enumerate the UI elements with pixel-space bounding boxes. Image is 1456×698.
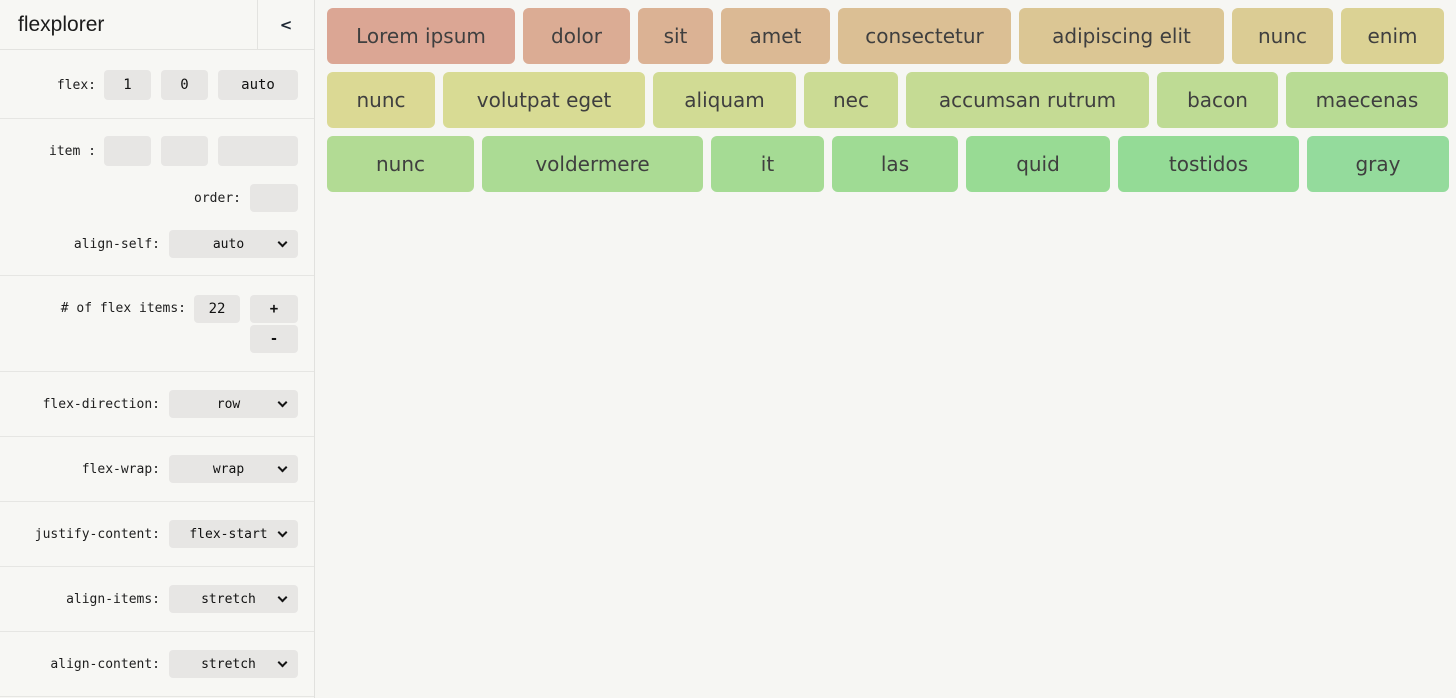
flex-item[interactable]: dolor xyxy=(523,8,630,64)
flex-item[interactable]: aliquam xyxy=(653,72,796,128)
chevron-down-icon xyxy=(277,462,288,473)
align-content-select[interactable]: stretch xyxy=(169,650,298,678)
sidebar-collapse-button[interactable]: < xyxy=(257,0,314,49)
align-content-value: stretch xyxy=(201,656,256,672)
flex-item[interactable]: las xyxy=(832,136,958,192)
flex-item[interactable]: nunc xyxy=(327,72,435,128)
justify-content-label: justify-content: xyxy=(34,526,160,542)
flex-shrink-input[interactable] xyxy=(161,70,208,100)
item-grow-input[interactable] xyxy=(104,136,151,166)
chevron-down-icon xyxy=(277,592,288,603)
flex-direction-label: flex-direction: xyxy=(42,396,160,412)
flex-wrap-select[interactable]: wrap xyxy=(169,455,298,483)
flex-item[interactable]: quid xyxy=(966,136,1110,192)
flex-shorthand-section: flex: xyxy=(0,50,314,119)
add-item-button[interactable]: + xyxy=(250,295,298,323)
flex-direction-value: row xyxy=(216,396,241,412)
flex-item[interactable]: gray xyxy=(1307,136,1449,192)
chevron-down-icon xyxy=(277,657,288,668)
flex-item[interactable]: voldermere xyxy=(482,136,703,192)
flex-wrap-value: wrap xyxy=(212,461,245,477)
flex-item[interactable]: nunc xyxy=(1232,8,1333,64)
flex-item[interactable]: sit xyxy=(638,8,713,64)
chevron-down-icon xyxy=(277,237,288,248)
flex-item-count-stepper: + - xyxy=(250,295,298,353)
justify-content-select[interactable]: flex-start xyxy=(169,520,298,548)
flex-direction-select[interactable]: row xyxy=(169,390,298,418)
flex-grow-input[interactable] xyxy=(104,70,151,100)
flex-item-count-section: # of flex items: + - xyxy=(0,276,314,372)
justify-content-value: flex-start xyxy=(189,526,268,542)
align-items-select[interactable]: stretch xyxy=(169,585,298,613)
align-items-section: align-items: stretch xyxy=(0,567,314,632)
align-items-label: align-items: xyxy=(66,591,160,607)
order-label: order: xyxy=(194,190,241,206)
sidebar: flexplorer < flex: item : order: xyxy=(0,0,315,698)
flex-wrap-section: flex-wrap: wrap xyxy=(0,437,314,502)
align-self-value: auto xyxy=(212,236,245,252)
flex-item-count-label: # of flex items: xyxy=(60,301,186,316)
flex-item[interactable]: it xyxy=(711,136,824,192)
item-label: item : xyxy=(49,143,96,159)
flex-item-count-input[interactable] xyxy=(194,295,240,323)
item-section: item : order: align-self: auto xyxy=(0,119,314,276)
item-basis-input[interactable] xyxy=(218,136,298,166)
order-input[interactable] xyxy=(250,184,298,212)
flex-item[interactable]: consectetur xyxy=(838,8,1011,64)
justify-content-section: justify-content: flex-start xyxy=(0,502,314,567)
flex-item[interactable]: adipiscing elit xyxy=(1019,8,1224,64)
flex-item[interactable]: amet xyxy=(721,8,830,64)
flex-wrap-label: flex-wrap: xyxy=(81,461,160,477)
flex-item[interactable]: nec xyxy=(804,72,898,128)
remove-item-button[interactable]: - xyxy=(250,325,298,353)
item-shrink-input[interactable] xyxy=(161,136,208,166)
align-content-label: align-content: xyxy=(50,656,160,672)
align-self-label: align-self: xyxy=(73,236,160,252)
flex-item[interactable]: Lorem ipsum xyxy=(327,8,515,64)
flex-basis-input[interactable] xyxy=(218,70,298,100)
flex-direction-section: flex-direction: row xyxy=(0,372,314,437)
flex-label: flex: xyxy=(56,77,96,93)
flex-item[interactable]: accumsan rutrum xyxy=(906,72,1149,128)
flex-item[interactable]: maecenas xyxy=(1286,72,1448,128)
align-items-value: stretch xyxy=(201,591,256,607)
flex-item[interactable]: enim xyxy=(1341,8,1444,64)
align-content-section: align-content: stretch xyxy=(0,632,314,697)
flex-item[interactable]: volutpat eget xyxy=(443,72,645,128)
flex-item[interactable]: tostidos xyxy=(1118,136,1299,192)
chevron-left-icon: < xyxy=(279,15,293,34)
chevron-down-icon xyxy=(277,397,288,408)
sidebar-header: flexplorer < xyxy=(0,0,314,50)
chevron-down-icon xyxy=(277,527,288,538)
app-title: flexplorer xyxy=(18,12,105,36)
flex-item[interactable]: nunc xyxy=(327,136,474,192)
flex-item[interactable]: bacon xyxy=(1157,72,1278,128)
align-self-select[interactable]: auto xyxy=(169,230,298,258)
